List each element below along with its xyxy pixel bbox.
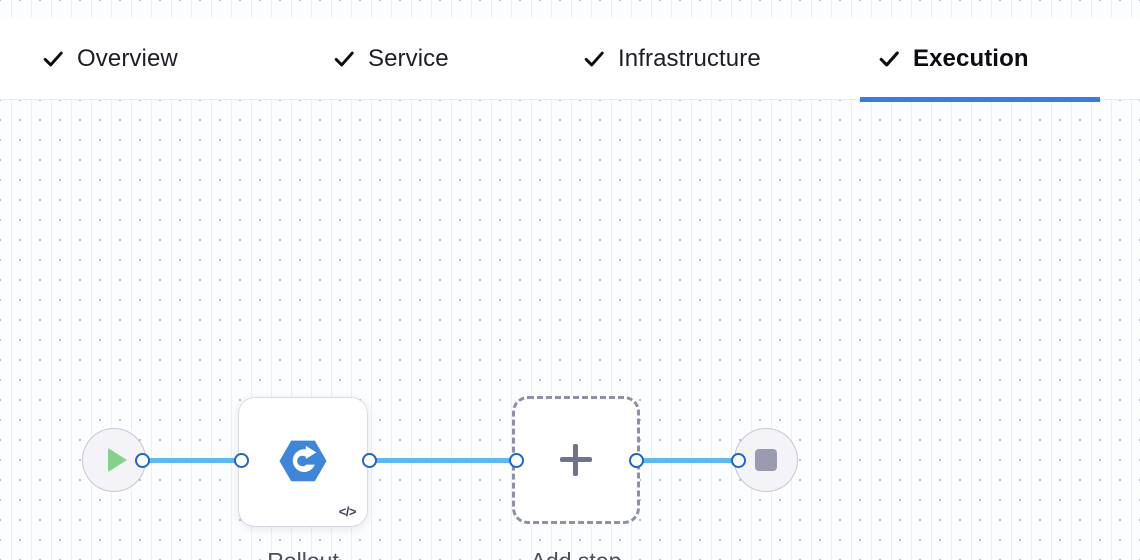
- connector-line-start-to-step: [136, 458, 248, 463]
- step-node-label: Rollout Deployment: [181, 540, 425, 560]
- tab-active-underline: [860, 97, 1100, 102]
- stop-icon: [755, 449, 777, 471]
- tab-label: Infrastructure: [618, 45, 761, 72]
- connector-port-step-in[interactable]: [234, 452, 249, 468]
- tab-infrastructure[interactable]: Infrastructure: [565, 18, 830, 100]
- connector-port-end-in[interactable]: [731, 452, 746, 468]
- connector-line-step-to-addstep: [362, 458, 522, 463]
- execution-pipeline-canvas: </> Rollout Deployment Add step: [0, 100, 1140, 560]
- code-icon[interactable]: </>: [338, 504, 357, 519]
- connector-port-start-out[interactable]: [135, 452, 150, 468]
- add-step-button[interactable]: [512, 396, 640, 524]
- connector-port-step-out[interactable]: [362, 452, 377, 468]
- tab-overview[interactable]: Overview: [24, 18, 239, 100]
- add-step-label: Add step: [466, 540, 686, 560]
- tab-label: Overview: [77, 45, 178, 72]
- connector-port-addstep-out[interactable]: [629, 452, 644, 468]
- check-icon: [583, 48, 605, 70]
- tab-execution[interactable]: Execution: [860, 18, 1100, 102]
- pipeline-stage-tabbar: Overview Service Infrastructure Executio…: [0, 18, 1140, 102]
- step-node-rollout-deployment[interactable]: </>: [239, 398, 367, 526]
- play-icon: [107, 448, 127, 472]
- connector-port-addstep-in[interactable]: [509, 452, 524, 468]
- check-icon: [42, 48, 64, 70]
- tab-label: Execution: [913, 45, 1029, 72]
- check-icon: [333, 48, 355, 70]
- check-icon: [878, 48, 900, 70]
- tab-label: Service: [368, 45, 449, 72]
- rollout-deployment-icon: [277, 435, 329, 487]
- connector-line-addstep-to-end: [630, 458, 742, 463]
- plus-icon: [560, 444, 592, 476]
- tab-service[interactable]: Service: [315, 18, 505, 100]
